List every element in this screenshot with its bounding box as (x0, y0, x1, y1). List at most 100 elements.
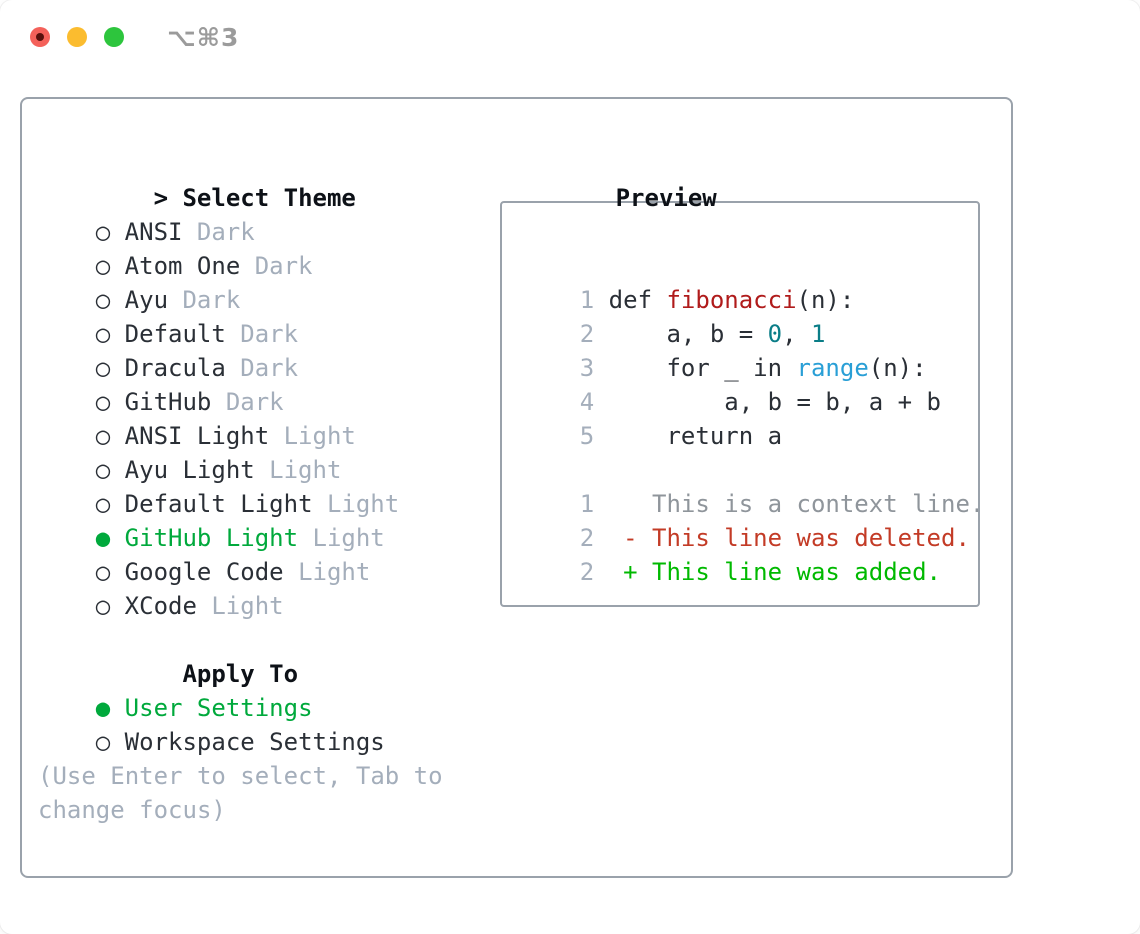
radio-icon: ○ (95, 490, 111, 518)
code-line: 2 a, b = 0, 1 (522, 283, 978, 348)
preview-heading-row: Preview (500, 147, 991, 212)
line-content: def fibonacci(n): (609, 286, 855, 314)
option-variant: Light (211, 592, 284, 620)
code-token-plain: def (608, 286, 667, 314)
apply-to-heading-row: Apply To (38, 623, 500, 688)
option-label: Dracula (124, 354, 226, 382)
zoom-button[interactable] (104, 27, 124, 47)
apply-to-title: Apply To (182, 660, 299, 688)
code-token-plain: (n): (868, 354, 927, 382)
option-label: ANSI (124, 218, 183, 246)
option-label: Workspace Settings (124, 728, 385, 756)
minimize-button[interactable] (67, 27, 87, 47)
theme-option-atom-one[interactable]: ○ Atom One Dark (38, 215, 500, 280)
code-line: 1 def fibonacci(n): (522, 249, 978, 314)
code-line: 5 return a (522, 385, 978, 450)
theme-option-default[interactable]: ○ Default Dark (38, 283, 500, 348)
option-label: Atom One (124, 252, 241, 280)
option-variant: Dark (240, 320, 299, 348)
option-label: GitHub Light (124, 524, 299, 552)
code-token-number: 1 (810, 320, 826, 348)
option-label: Default (124, 320, 226, 348)
traffic-lights (30, 27, 124, 47)
radio-icon: ○ (95, 728, 111, 756)
line-number: 5 (579, 422, 595, 450)
radio-icon: ○ (95, 592, 111, 620)
code-token-plain: , (782, 320, 811, 348)
theme-option-default-light[interactable]: ○ Default Light Light (38, 453, 500, 518)
code-token-added: + This line was added. (608, 558, 942, 586)
radio-icon: ● (95, 694, 111, 722)
radio-icon: ● (95, 524, 111, 552)
option-variant: Light (283, 422, 356, 450)
code-token-context: This is a context line. (608, 490, 980, 518)
focus-caret-icon: > (153, 184, 169, 212)
code-token-plain: a, b = b, a + b (608, 388, 942, 416)
line-number: 2 (579, 558, 595, 586)
option-label: User Settings (124, 694, 313, 722)
line-content: for _ in range(n): (609, 354, 927, 382)
option-variant: Dark (254, 252, 313, 280)
radio-icon: ○ (95, 388, 111, 416)
apply-option-workspace-settings[interactable]: ○ Workspace Settings (38, 691, 500, 756)
code-token-function: fibonacci (666, 286, 797, 314)
code-token-deleted: - This line was deleted. (608, 524, 970, 552)
select-theme-title: Select Theme (182, 184, 356, 212)
code-line: 4 a, b = b, a + b (522, 351, 978, 416)
code-line: 1 This is a context line. (522, 453, 978, 518)
line-content: return a (609, 422, 782, 450)
radio-icon: ○ (95, 422, 111, 450)
line-content: a, b = b, a + b (609, 388, 941, 416)
close-button[interactable] (30, 27, 50, 47)
code-token-plain: (n): (796, 286, 855, 314)
window-title: ⌥⌘3 (167, 23, 240, 52)
line-number: 4 (579, 388, 595, 416)
radio-icon: ○ (95, 456, 111, 484)
apply-option-user-settings[interactable]: ● User Settings (38, 657, 500, 722)
line-content: a, b = 0, 1 (609, 320, 826, 348)
line-number: 2 (579, 320, 595, 348)
radio-icon: ○ (95, 218, 111, 246)
radio-icon: ○ (95, 320, 111, 348)
code-line: 2 - This line was deleted. (522, 487, 978, 552)
code-token-builtin: range (796, 354, 869, 382)
option-variant: Dark (225, 388, 284, 416)
hint-line: change focus) (38, 796, 226, 824)
option-variant: Dark (182, 286, 241, 314)
line-content: + This line was added. (609, 558, 941, 586)
line-content: - This line was deleted. (609, 524, 970, 552)
hint-line: (Use Enter to select, Tab to (38, 762, 443, 790)
titlebar: ⌥⌘3 (0, 0, 1140, 97)
option-label: Default Light (124, 490, 313, 518)
option-variant: Light (312, 524, 385, 552)
preview-title: Preview (615, 184, 717, 212)
radio-icon: ○ (95, 286, 111, 314)
theme-option-dracula[interactable]: ○ Dracula Dark (38, 317, 500, 382)
option-variant: Light (269, 456, 342, 484)
select-theme-heading-row: > Select Theme (38, 147, 500, 212)
option-variant: Dark (240, 354, 299, 382)
option-variant: Light (326, 490, 400, 518)
line-content: This is a context line. (608, 490, 980, 518)
option-label: Google Code (124, 558, 284, 586)
hint-text: (Use Enter to select, Tab to change focus… (38, 759, 500, 827)
code-line: 2 + This line was added. (522, 521, 978, 586)
line-number: 1 (579, 490, 595, 518)
line-number: 3 (579, 354, 595, 382)
line-number: 2 (579, 524, 595, 552)
line-number: 1 (579, 286, 595, 314)
theme-option-github-light[interactable]: ● GitHub Light Light (38, 487, 500, 552)
